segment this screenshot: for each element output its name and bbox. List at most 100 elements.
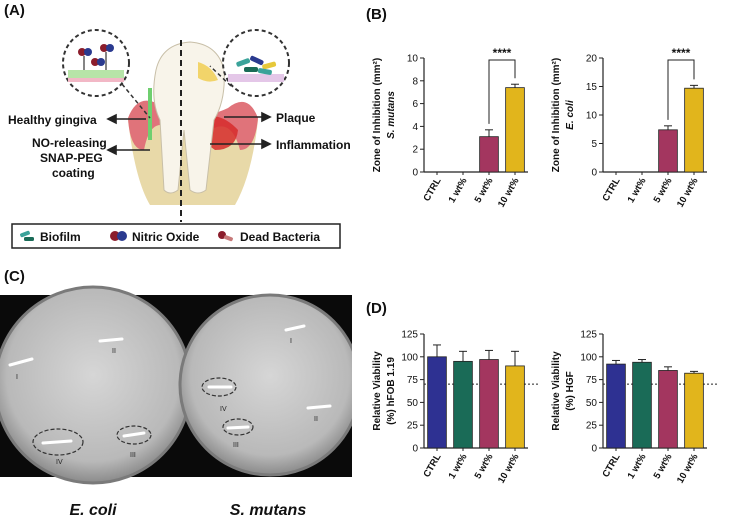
x-tick-label: 10 wt% bbox=[496, 176, 522, 210]
bar-3 bbox=[479, 359, 499, 449]
x-tick-label: 5 wt% bbox=[652, 452, 675, 481]
bacteria-icons bbox=[78, 44, 114, 70]
label-inflammation: Inflammation bbox=[276, 138, 351, 152]
x-tick-label: 1 wt% bbox=[626, 452, 649, 481]
y-tick-label: 50 bbox=[407, 398, 419, 409]
label-coating-3: coating bbox=[52, 166, 95, 180]
bar-3 bbox=[658, 129, 678, 173]
x-tick-label: CTRL bbox=[600, 176, 622, 204]
bar-4 bbox=[505, 365, 525, 449]
sample-strips bbox=[8, 324, 332, 445]
y-axis-label: Zone of Inhibition (mm²) bbox=[551, 58, 562, 172]
significance-label: **** bbox=[672, 46, 691, 60]
mark-s-mutans-1: I bbox=[290, 338, 292, 345]
significance-label: **** bbox=[493, 46, 512, 60]
y-tick-label: 100 bbox=[580, 352, 597, 363]
y-tick-label: 8 bbox=[412, 76, 418, 87]
y-tick-label: 100 bbox=[401, 352, 418, 363]
plaque-deposit bbox=[198, 62, 218, 82]
y-axis-label: Relative Viability bbox=[551, 351, 562, 431]
x-tick-label: 1 wt% bbox=[626, 176, 649, 205]
nitric-oxide-icon bbox=[110, 231, 127, 241]
y-tick-label: 20 bbox=[586, 54, 598, 65]
y-tick-label: 0 bbox=[591, 444, 597, 455]
mark-s-mutans-3: III bbox=[233, 442, 239, 449]
bar-4 bbox=[684, 87, 704, 173]
x-tick-label: 10 wt% bbox=[675, 452, 701, 486]
x-tick-label: CTRL bbox=[421, 176, 443, 204]
x-tick-label: 5 wt% bbox=[652, 176, 675, 205]
caption-s-mutans: S. mutans bbox=[230, 502, 307, 519]
x-tick-label: CTRL bbox=[600, 452, 622, 480]
label-plaque: Plaque bbox=[276, 111, 316, 125]
y-tick-label: 6 bbox=[412, 99, 418, 110]
bar-1 bbox=[606, 363, 626, 449]
schematic-legend bbox=[11, 223, 341, 249]
y-axis-label-secondary: (%) HGF bbox=[565, 371, 576, 410]
panel-label-b: (B) bbox=[366, 6, 387, 23]
mark-e-coli-3: III bbox=[130, 452, 136, 459]
bar-2 bbox=[453, 360, 473, 449]
panel-label-a: (A) bbox=[4, 2, 25, 19]
y-axis-label: Relative Viability bbox=[372, 351, 383, 431]
coating-strip bbox=[68, 70, 124, 78]
caption-e-coli: E. coli bbox=[69, 502, 117, 519]
mark-e-coli-1: I bbox=[16, 374, 18, 381]
y-tick-label: 25 bbox=[586, 421, 598, 432]
chart-viability-hfob: Relative Viability(%) hFOB 1.19 0 25 50 75 10… bbox=[372, 330, 538, 486]
plate-s-mutans bbox=[178, 293, 352, 477]
y-axis-label: Zone of Inhibition (mm²) bbox=[372, 58, 383, 172]
zoom-circle-plaque bbox=[222, 29, 290, 97]
x-tick-label: 10 wt% bbox=[496, 452, 522, 486]
panel-label-d: (D) bbox=[366, 300, 387, 317]
label-healthy-gingiva: Healthy gingiva bbox=[8, 113, 97, 127]
y-tick-label: 10 bbox=[586, 111, 598, 122]
biofilm-icon bbox=[20, 230, 34, 241]
plate-e-coli bbox=[0, 285, 193, 485]
x-tick-label: 5 wt% bbox=[473, 176, 496, 205]
bar-4 bbox=[505, 87, 525, 173]
y-tick-label: 5 bbox=[591, 139, 597, 150]
mark-e-coli-4: IV bbox=[56, 459, 63, 466]
y-axis-label-secondary: S. mutans bbox=[386, 91, 397, 139]
chart-zone-inhibition-e-coli: Zone of Inhibition (mm²)E. coli05101520C… bbox=[551, 46, 707, 210]
y-tick-label: 50 bbox=[586, 398, 598, 409]
mark-s-mutans-2: II bbox=[314, 416, 318, 423]
legend-nitric-oxide: Nitric Oxide bbox=[132, 230, 200, 244]
mark-s-mutans-4: IV bbox=[220, 406, 227, 413]
agar-plates-photo: I II III IV I II III IV E. coli S. mutan… bbox=[0, 285, 352, 519]
y-tick-label: 0 bbox=[412, 444, 418, 455]
x-tick-label: 1 wt% bbox=[447, 176, 470, 205]
y-tick-label: 4 bbox=[412, 122, 418, 133]
x-tick-label: 10 wt% bbox=[675, 176, 701, 210]
bar-4 bbox=[684, 372, 704, 449]
mark-e-coli-2: II bbox=[112, 348, 116, 355]
annotation-arrows bbox=[106, 111, 272, 156]
y-tick-label: 2 bbox=[412, 145, 418, 156]
bar-2 bbox=[632, 361, 652, 449]
panel-label-c: (C) bbox=[4, 268, 25, 285]
significance-bracket bbox=[488, 59, 516, 124]
tooth-schematic: Healthy gingiva NO-releasing SNAP-PEG co… bbox=[8, 29, 351, 249]
x-tick-label: 1 wt% bbox=[447, 452, 470, 481]
bar-3 bbox=[479, 136, 499, 173]
x-tick-label: 5 wt% bbox=[473, 452, 496, 481]
y-tick-label: 125 bbox=[401, 330, 418, 341]
y-tick-label: 0 bbox=[412, 168, 418, 179]
y-tick-label: 75 bbox=[586, 375, 598, 386]
y-axis-label-secondary: (%) hFOB 1.19 bbox=[386, 357, 397, 425]
legend-dead-bacteria: Dead Bacteria bbox=[240, 230, 320, 244]
dead-bacteria-icon bbox=[218, 231, 233, 242]
legend-biofilm: Biofilm bbox=[40, 230, 81, 244]
y-tick-label: 10 bbox=[407, 54, 419, 65]
y-axis-label-secondary: E. coli bbox=[565, 100, 576, 130]
inhibition-zones bbox=[32, 377, 254, 456]
x-tick-label: CTRL bbox=[421, 452, 443, 480]
bar-3 bbox=[658, 370, 678, 449]
y-tick-label: 25 bbox=[407, 421, 419, 432]
chart-zone-inhibition-s-mutans: Zone of Inhibition (mm²)S. mutans 0 2 4 6 8 10… bbox=[372, 46, 528, 210]
label-coating-2: SNAP-PEG bbox=[40, 151, 103, 165]
y-tick-label: 75 bbox=[407, 375, 419, 386]
y-tick-label: 125 bbox=[580, 330, 597, 341]
chart-viability-hgf: Relative Viability(%) HGF 0 25 50 75 100 125CT… bbox=[551, 330, 717, 486]
